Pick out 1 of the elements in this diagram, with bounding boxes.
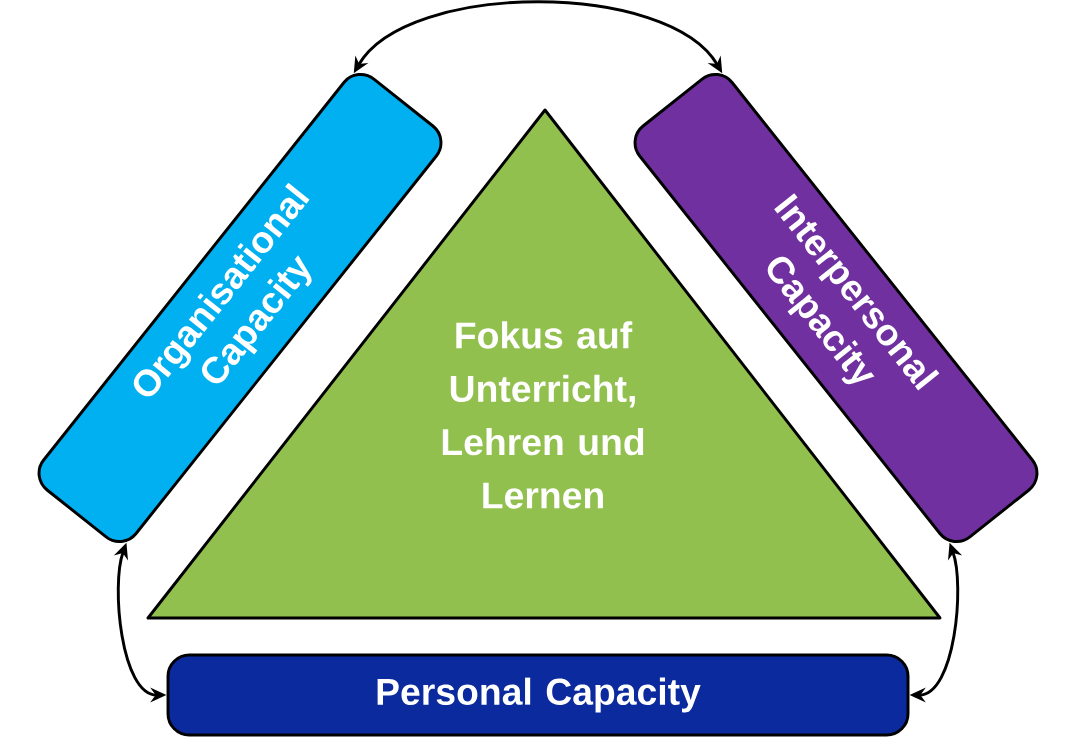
capacity-box: Personal Capacity (166, 653, 910, 737)
